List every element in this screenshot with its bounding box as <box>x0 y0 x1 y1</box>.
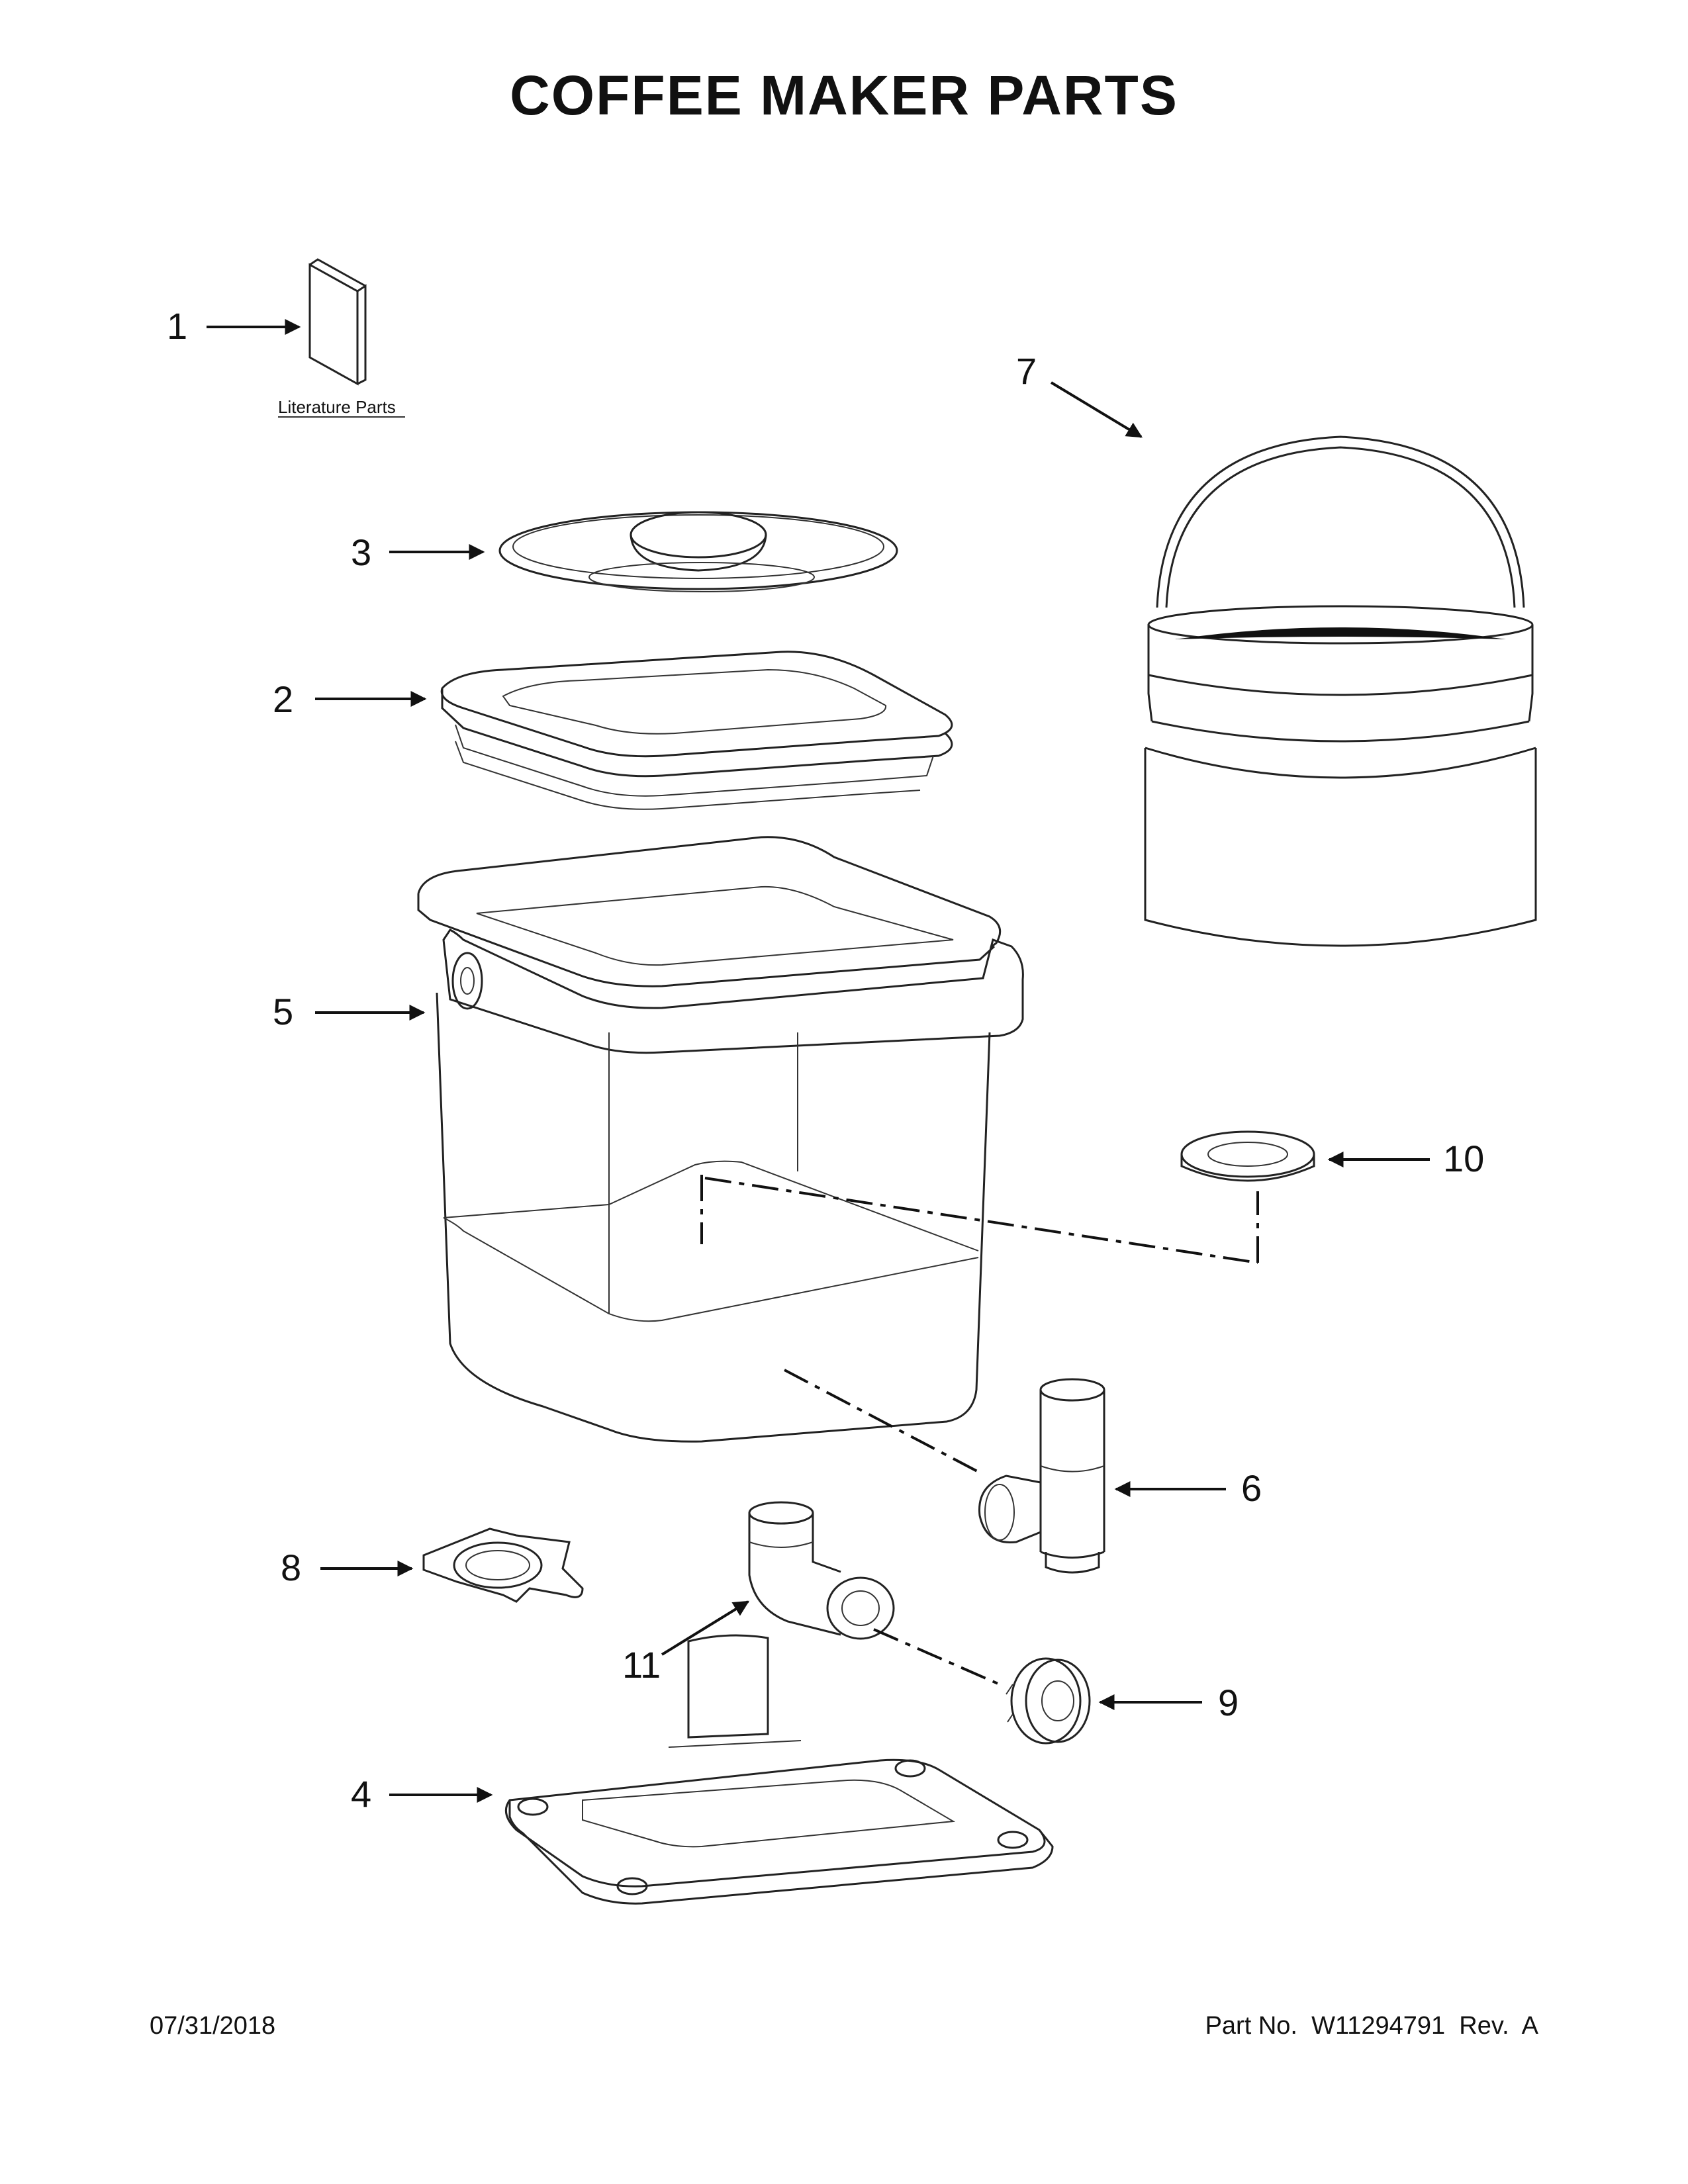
callout-2: 2 <box>273 678 293 720</box>
callout-7: 7 <box>1016 350 1037 392</box>
callout-6: 6 <box>1241 1467 1262 1509</box>
part-9-valve-seal: 9 <box>1006 1657 1239 1745</box>
part-3-lid: 3 <box>351 511 898 592</box>
part-2-gasket: 2 <box>273 651 953 810</box>
callout-8: 8 <box>281 1547 301 1588</box>
callout-5: 5 <box>273 991 293 1032</box>
part-11-elbow: 11 <box>622 1501 895 1686</box>
footer-date: 07/31/2018 <box>150 2012 276 2040</box>
callout-1: 1 <box>167 305 187 347</box>
part-5-tank: 5 <box>273 836 1024 1443</box>
page-title: COFFEE MAKER PARTS <box>510 64 1178 126</box>
literature-label: Literature Parts <box>278 397 396 417</box>
part-6-spout: 6 <box>978 1378 1262 1574</box>
part-4-base: 4 <box>351 1634 1054 1905</box>
callout-11: 11 <box>622 1644 661 1686</box>
part-7-filter-basket: 7 <box>1016 350 1537 947</box>
footer-part-number: Part No. W11294791 Rev. A <box>1205 2012 1538 2040</box>
part-1-literature: Literature Parts 1 <box>167 258 405 418</box>
callout-10: 10 <box>1443 1138 1484 1179</box>
callout-9: 9 <box>1218 1682 1239 1723</box>
callout-4: 4 <box>351 1773 371 1815</box>
part-10-valve-ring: 10 <box>1180 1130 1484 1182</box>
part-8-lock-ring: 8 <box>281 1527 584 1603</box>
callout-3: 3 <box>351 531 371 573</box>
